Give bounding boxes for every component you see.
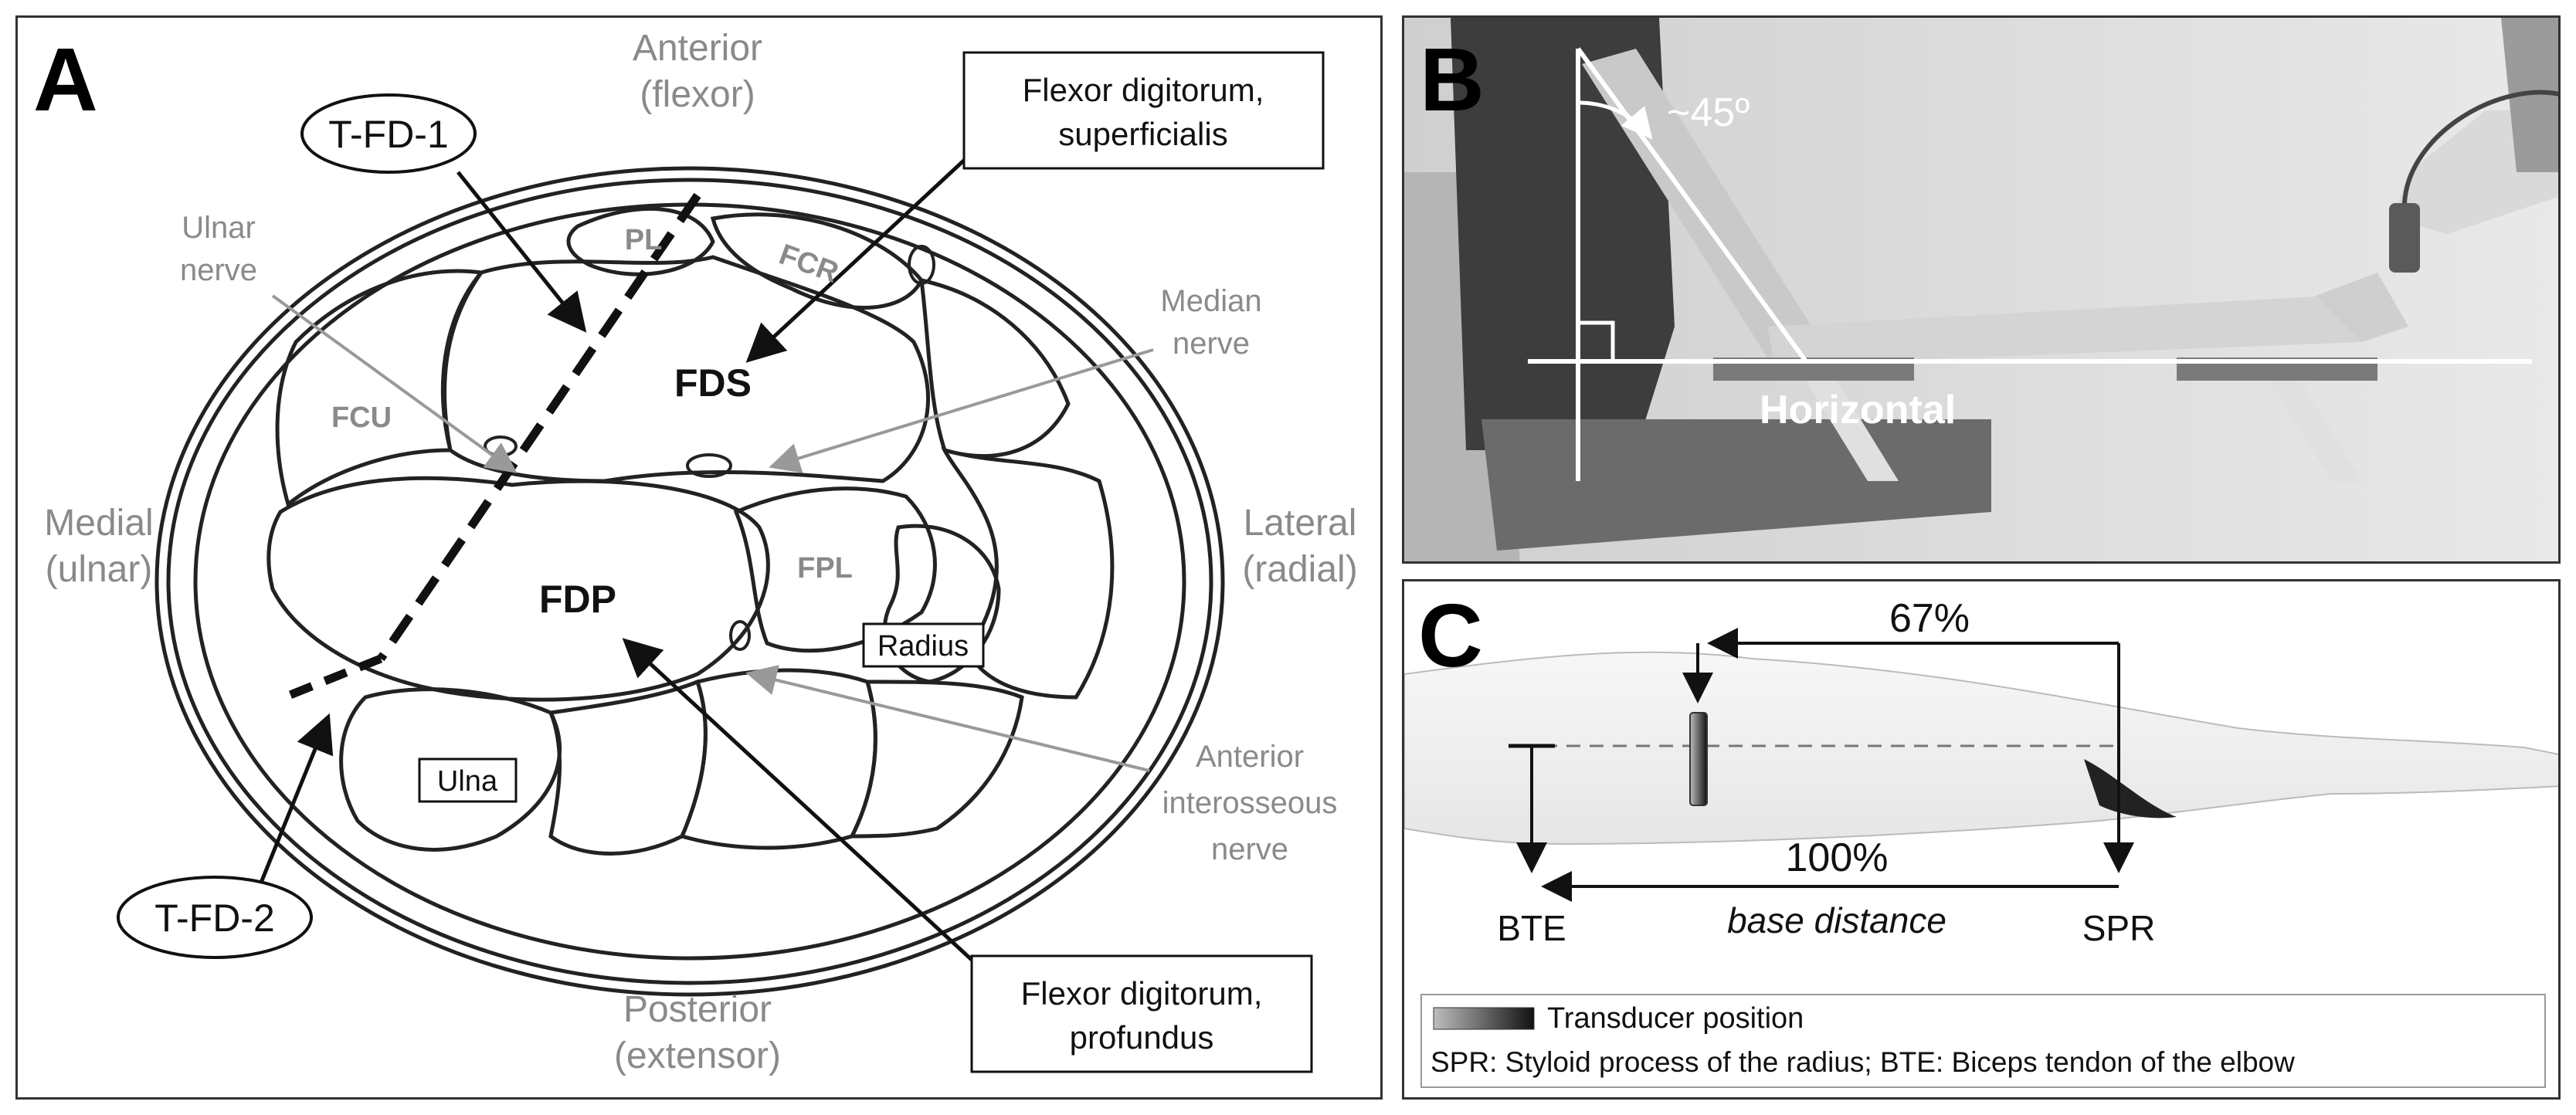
anterior-label: Anterior xyxy=(633,28,762,69)
fcr-muscle-shape xyxy=(710,212,924,310)
ulnar-nerve-sublabel: nerve xyxy=(180,253,257,287)
transducer-marker xyxy=(1689,712,1708,806)
interosseous-nerve-label-1: Anterior xyxy=(1196,740,1304,774)
fds-callout-box xyxy=(962,51,1325,170)
fpl-muscle-shape xyxy=(733,486,937,653)
posterior-muscle-shape-3 xyxy=(848,680,1024,839)
torso-shirt xyxy=(1451,18,1675,450)
lateral-sublabel: (radial) xyxy=(1242,549,1357,590)
legend-box xyxy=(1420,994,2546,1088)
fcu-muscle-shape xyxy=(275,269,485,508)
median-nerve-vessel xyxy=(686,453,732,478)
angle-arc-arrow xyxy=(1577,100,1653,140)
interosseous-nerve-pointer xyxy=(745,665,1150,772)
radius-label: Radius xyxy=(877,630,969,663)
fds-callout-arrow xyxy=(745,155,969,363)
radius-label-box xyxy=(862,622,985,668)
spr-label: SPR xyxy=(2082,908,2156,948)
fdp-callout-line1: Flexor digitorum, xyxy=(1021,975,1263,1012)
fdp-muscle-shape xyxy=(266,476,770,702)
pl-muscle-shape xyxy=(566,207,715,276)
anterior-sublabel: (flexor) xyxy=(640,74,755,115)
panel-c: C 67% 100% base distance BTE SPR Transdu… xyxy=(1402,579,2561,1100)
arm-positioning-photo: B ~45º Horizontal xyxy=(1404,18,2558,561)
panel-b: B ~45º Horizontal xyxy=(1402,15,2561,564)
posterior-muscle-shape-1 xyxy=(548,679,708,856)
panel-b-label: B xyxy=(1420,29,1485,130)
legend-transducer-swatch xyxy=(1433,1007,1535,1030)
t-fd-2-arrow xyxy=(259,713,334,883)
t-fd-2-label: T-FD-2 xyxy=(154,896,275,940)
wrist-shadow xyxy=(2084,759,2177,818)
panel-a-label: A xyxy=(33,29,98,130)
fdp-callout-box xyxy=(970,954,1313,1073)
legend-abbreviations: SPR: Styloid process of the radius; BTE:… xyxy=(1431,1046,2295,1078)
upper-arm-angle-line xyxy=(1576,47,1808,363)
ultrasound-probe xyxy=(2389,203,2420,273)
lateral-muscle-shape-2 xyxy=(941,447,1115,700)
lateral-label: Lateral xyxy=(1244,503,1357,544)
t-fd-2-marker xyxy=(117,876,313,959)
ulnar-nerve-label: Ulnar xyxy=(182,211,256,245)
fds-callout-line2: superficialis xyxy=(1058,116,1227,152)
ulnar-nerve-pointer xyxy=(271,294,518,473)
panel-c-label: C xyxy=(1418,585,1483,686)
medial-label: Medial xyxy=(44,503,153,544)
transducer-position-diagram: C 67% 100% base distance BTE SPR Transdu… xyxy=(1404,585,2558,1088)
panel-a: A Anterior (flexor) Posterior (extensor)… xyxy=(15,15,1383,1100)
bte-label: BTE xyxy=(1497,908,1566,948)
t-fd-1-label: T-FD-1 xyxy=(328,113,449,156)
fdp-label: FDP xyxy=(539,578,616,621)
vessel-1 xyxy=(908,245,935,285)
t-fd-2-dashed-line xyxy=(282,654,383,702)
fascia-outline xyxy=(193,202,1186,961)
fcu-label: FCU xyxy=(331,402,392,434)
legend-transducer-label: Transducer position xyxy=(1547,1002,1804,1035)
interosseous-nerve-label-2: interosseous xyxy=(1162,786,1338,820)
median-nerve-label: Median xyxy=(1160,284,1261,318)
t-fd-1-marker xyxy=(300,93,477,174)
hand xyxy=(2316,273,2408,342)
fdp-callout-line2: profundus xyxy=(1070,1019,1214,1056)
forearm-silhouette xyxy=(1404,651,2558,846)
angle-label: ~45º xyxy=(1667,90,1750,135)
posterior-label: Posterior xyxy=(623,989,772,1030)
interosseous-nerve-label-3: nerve xyxy=(1211,832,1288,866)
pl-label: PL xyxy=(625,224,663,256)
fdp-callout-arrow xyxy=(622,638,973,961)
skin-outline-mid xyxy=(166,178,1213,985)
t-fd-1-dashed-line xyxy=(377,192,701,662)
ulna-label: Ulna xyxy=(437,765,498,798)
horizontal-label: Horizontal xyxy=(1760,388,1956,432)
ulna-bone-shape xyxy=(339,687,562,852)
median-nerve-sublabel: nerve xyxy=(1173,327,1250,361)
fds-callout-line1: Flexor digitorum, xyxy=(1023,72,1264,108)
right-angle-marker xyxy=(1578,320,1615,361)
fds-label: FDS xyxy=(674,361,752,405)
forearm xyxy=(1767,296,2362,365)
medial-sublabel: (ulnar) xyxy=(46,549,153,590)
armrest-support-right xyxy=(2269,381,2362,481)
interosseous-vessel xyxy=(729,620,751,651)
armrest-support-left xyxy=(1806,381,1899,481)
probe-cable xyxy=(2402,90,2558,204)
ulna-label-box xyxy=(418,757,518,803)
posterior-sublabel: (extensor) xyxy=(614,1035,781,1076)
t-fd-1-arrow xyxy=(456,171,587,333)
radius-bone-shape xyxy=(882,524,1001,684)
lateral-muscle-shape-1 xyxy=(919,277,1071,458)
skin-outline-outer xyxy=(154,166,1225,997)
base-distance-label: base distance xyxy=(1727,900,1946,940)
fpl-label: FPL xyxy=(797,552,853,585)
median-nerve-pointer xyxy=(769,348,1154,473)
percent-100-label: 100% xyxy=(1786,835,1889,880)
forearm-cross-section: A Anterior (flexor) Posterior (extensor)… xyxy=(33,28,1358,1076)
percent-67-label: 67% xyxy=(1889,596,1970,641)
